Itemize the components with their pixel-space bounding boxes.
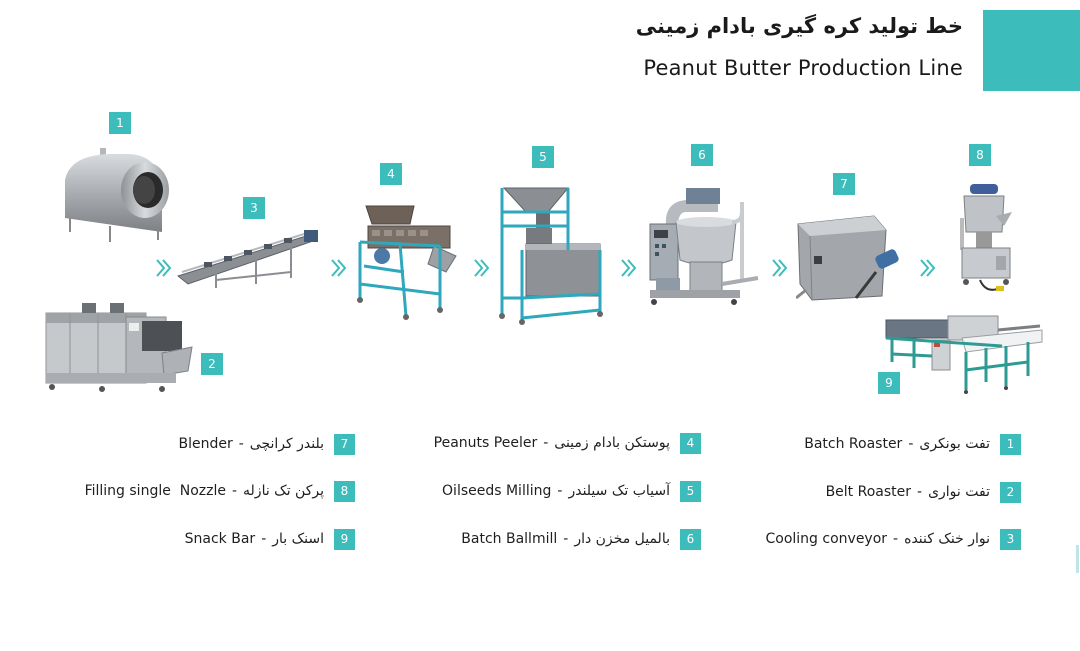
legend-item-2: Belt Roaster - تفت نواری 2 [826, 481, 1021, 503]
legend-label-fa: بالمیل مخزن دار [574, 531, 670, 547]
legend-item-1: Batch Roaster - تفت بونکری 1 [804, 433, 1021, 455]
edge-decoration [1076, 545, 1079, 573]
step-badge-8: 8 [969, 144, 991, 166]
legend-badge: 8 [334, 480, 355, 502]
legend-separator: - [563, 531, 569, 547]
legend-separator: - [908, 436, 914, 452]
legend-label-en: Snack Bar [184, 531, 256, 547]
machine-batch-roaster-image [65, 148, 169, 242]
step-badge-3: 3 [243, 197, 265, 219]
legend-label-fa: تفت بونکری [919, 436, 990, 452]
legend-separator: - [238, 436, 244, 452]
legend-item-6: Batch Ballmill - بالمیل مخزن دار 6 [461, 528, 701, 550]
double-chevron-right-icon [474, 259, 490, 277]
legend-label-en: Batch Ballmill [461, 531, 558, 547]
step-badge-9: 9 [878, 372, 900, 394]
double-chevron-right-icon [331, 259, 347, 277]
legend-label-en: Batch Roaster [804, 436, 903, 452]
legend-separator: - [231, 483, 238, 499]
legend-item-9: Snack Bar - اسنک بار 9 [185, 528, 355, 550]
legend-item-7: Blender - بلندر کرانچی 7 [178, 433, 355, 455]
legend-separator: - [893, 531, 899, 547]
machine-oilseeds-milling-image [499, 187, 603, 325]
step-badge-2: 2 [201, 353, 223, 375]
legend-badge: 9 [334, 528, 355, 550]
double-chevron-right-icon [772, 259, 788, 277]
machine-batch-ballmill-image [649, 188, 759, 305]
machine-snack-bar-image [885, 315, 1043, 394]
legend-label-en: Filling single Nozzle [84, 483, 226, 499]
accent-block [983, 10, 1080, 91]
machine-blender-image [796, 215, 899, 301]
legend-label-en: Belt Roaster [825, 484, 912, 500]
legend-label-fa: بلندر کرانچی [249, 436, 324, 452]
legend-badge: 5 [680, 480, 701, 502]
legend-label-en: Oilseeds Milling [442, 483, 552, 499]
legend-badge: 6 [680, 528, 701, 550]
legend-label-fa: نوار خنک کننده [904, 531, 990, 547]
legend-label-en: Cooling conveyor [765, 531, 888, 547]
legend-badge: 1 [1000, 433, 1021, 455]
legend-separator: - [557, 483, 563, 499]
legend-label-en: Blender [178, 436, 233, 452]
legend-label-fa: پوستکن بادام زمینی [554, 435, 670, 451]
step-badge-5: 5 [532, 146, 554, 168]
step-badge-7: 7 [833, 173, 855, 195]
legend-badge: 4 [680, 432, 701, 454]
legend-item-4: Peanuts Peeler - پوستکن بادام زمینی 4 [434, 432, 701, 454]
step-badge-1: 1 [109, 112, 131, 134]
double-chevron-right-icon [920, 259, 936, 277]
step-badge-6: 6 [691, 144, 713, 166]
title-english: Peanut Butter Production Line [643, 56, 963, 80]
legend-label-fa: اسنک بار [272, 531, 324, 547]
legend-label-fa: تفت نواری [928, 484, 990, 500]
legend-badge: 7 [334, 433, 355, 455]
legend-label-en: Peanuts Peeler [433, 435, 538, 451]
legend-label-fa: پرکن تک نازله [243, 483, 324, 499]
legend-label-fa: آسیاب تک سیلندر [568, 483, 670, 499]
legend-badge: 2 [1000, 481, 1021, 503]
legend-separator: - [543, 435, 549, 451]
legend-item-8: Filling single Nozzle - پرکن تک نازله 8 [85, 480, 355, 502]
machine-peanuts-peeler-image [357, 205, 457, 320]
double-chevron-right-icon [621, 259, 637, 277]
double-chevron-right-icon [156, 259, 172, 277]
machine-belt-roaster-image [45, 303, 193, 392]
machine-cooling-conveyor-image [176, 230, 318, 288]
title-persian: خط تولید کره گیری بادام زمینی [635, 14, 963, 38]
legend-badge: 3 [1000, 528, 1021, 550]
legend-separator: - [917, 484, 923, 500]
machine-filling-nozzle-image [960, 184, 1012, 291]
step-badge-4: 4 [380, 163, 402, 185]
legend-item-3: Cooling conveyor - نوار خنک کننده 3 [765, 528, 1021, 550]
legend-separator: - [261, 531, 267, 547]
legend-item-5: Oilseeds Milling - آسیاب تک سیلندر 5 [442, 480, 701, 502]
